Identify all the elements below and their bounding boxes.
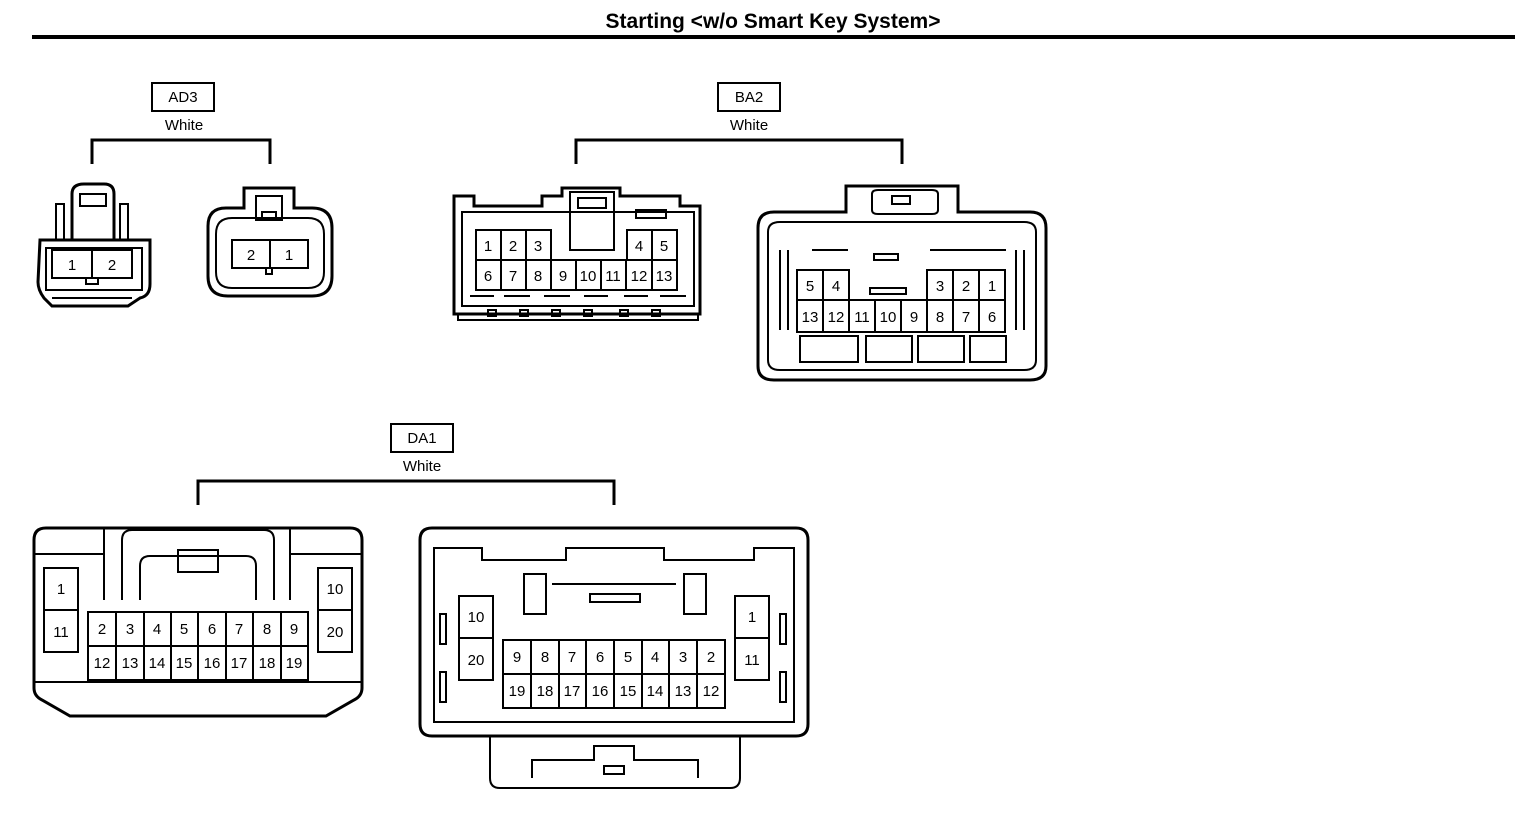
ba2-bracket bbox=[574, 138, 904, 164]
pin: 2 bbox=[108, 257, 116, 274]
pin: 12 bbox=[631, 268, 648, 285]
pin: 2 bbox=[247, 247, 255, 264]
pin: 1 bbox=[57, 581, 65, 598]
pin: 5 bbox=[660, 238, 668, 255]
pin: 11 bbox=[854, 309, 870, 326]
pin: 10 bbox=[327, 581, 344, 598]
pin: 7 bbox=[568, 649, 576, 666]
pin: 8 bbox=[534, 268, 542, 285]
pin: 18 bbox=[537, 683, 554, 700]
pin: 11 bbox=[744, 652, 760, 669]
pin: 8 bbox=[263, 621, 271, 638]
pin: 3 bbox=[126, 621, 134, 638]
pin: 1 bbox=[285, 247, 293, 264]
da1-housing-a bbox=[32, 526, 364, 718]
da1-pins-a: 1 11 10 20 2 3 4 5 6 7 8 9 12 13 14 15 1… bbox=[43, 567, 353, 681]
pin: 9 bbox=[290, 621, 298, 638]
pin: 18 bbox=[259, 655, 276, 672]
pin: 13 bbox=[656, 268, 673, 285]
pin: 5 bbox=[806, 278, 814, 295]
pin: 4 bbox=[635, 238, 643, 255]
pin: 3 bbox=[936, 278, 944, 295]
pin: 19 bbox=[509, 683, 526, 700]
pin: 2 bbox=[962, 278, 970, 295]
ba2-pins-a: 1 2 3 4 5 6 7 8 9 10 11 12 13 bbox=[475, 229, 678, 291]
ba2-housing-b bbox=[756, 184, 1048, 382]
pin: 17 bbox=[231, 655, 248, 672]
pin: 9 bbox=[910, 309, 918, 326]
pin: 2 bbox=[509, 238, 517, 255]
pin: 1 bbox=[988, 278, 996, 295]
pin: 16 bbox=[204, 655, 221, 672]
pin: 8 bbox=[936, 309, 944, 326]
pin: 4 bbox=[153, 621, 161, 638]
pin: 4 bbox=[832, 278, 840, 295]
pin: 15 bbox=[620, 683, 637, 700]
pin: 7 bbox=[509, 268, 517, 285]
pin: 1 bbox=[484, 238, 492, 255]
pin: 6 bbox=[596, 649, 604, 666]
pin: 3 bbox=[679, 649, 687, 666]
pin: 9 bbox=[559, 268, 567, 285]
pin: 16 bbox=[592, 683, 609, 700]
connector-da1-code: DA1 bbox=[390, 423, 454, 453]
ad3-pins-a: 1 2 bbox=[51, 249, 133, 279]
pin: 6 bbox=[208, 621, 216, 638]
pin: 19 bbox=[286, 655, 303, 672]
ba2-pins-b: 5 4 3 2 1 13 12 11 10 9 8 7 6 bbox=[796, 269, 1006, 333]
ba2-housing-a bbox=[452, 186, 702, 321]
pin: 14 bbox=[647, 683, 664, 700]
connector-ba2-code: BA2 bbox=[717, 82, 781, 112]
pin: 14 bbox=[149, 655, 166, 672]
pin: 1 bbox=[748, 609, 756, 626]
ad3-housing-a bbox=[36, 182, 152, 308]
pin: 7 bbox=[962, 309, 970, 326]
pin: 10 bbox=[580, 268, 597, 285]
pin: 6 bbox=[988, 309, 996, 326]
pin: 4 bbox=[651, 649, 659, 666]
pin: 13 bbox=[802, 309, 819, 326]
connector-ad3-color: White bbox=[164, 117, 204, 134]
da1-housing-b bbox=[418, 526, 810, 789]
pin: 11 bbox=[605, 268, 621, 285]
pin: 11 bbox=[53, 624, 69, 641]
pin: 7 bbox=[235, 621, 243, 638]
pin: 10 bbox=[880, 309, 897, 326]
pin: 9 bbox=[513, 649, 521, 666]
ad3-bracket bbox=[90, 138, 272, 164]
pin: 6 bbox=[484, 268, 492, 285]
pin: 2 bbox=[707, 649, 715, 666]
pin: 13 bbox=[675, 683, 692, 700]
da1-pins-b: 10 20 1 11 9 8 7 6 5 4 3 2 19 18 17 16 1… bbox=[458, 595, 770, 709]
pin: 12 bbox=[703, 683, 720, 700]
pin: 17 bbox=[564, 683, 581, 700]
page-title: Starting <w/o Smart Key System> bbox=[605, 10, 941, 33]
connector-ba2-color: White bbox=[729, 117, 769, 134]
connector-da1-color: White bbox=[402, 458, 442, 475]
pin: 20 bbox=[468, 652, 485, 669]
pin: 10 bbox=[468, 609, 485, 626]
pin: 13 bbox=[122, 655, 139, 672]
connector-ad3-code: AD3 bbox=[151, 82, 215, 112]
pin: 5 bbox=[180, 621, 188, 638]
pin: 20 bbox=[327, 624, 344, 641]
pin: 2 bbox=[98, 621, 106, 638]
pin: 8 bbox=[541, 649, 549, 666]
pin: 12 bbox=[94, 655, 111, 672]
title-rule bbox=[32, 35, 1515, 39]
da1-bracket bbox=[196, 479, 616, 505]
pin: 15 bbox=[176, 655, 193, 672]
pin: 5 bbox=[624, 649, 632, 666]
pin: 12 bbox=[828, 309, 845, 326]
pin: 3 bbox=[534, 238, 542, 255]
ad3-pins-b: 2 1 bbox=[231, 239, 309, 269]
pin: 1 bbox=[68, 257, 76, 274]
